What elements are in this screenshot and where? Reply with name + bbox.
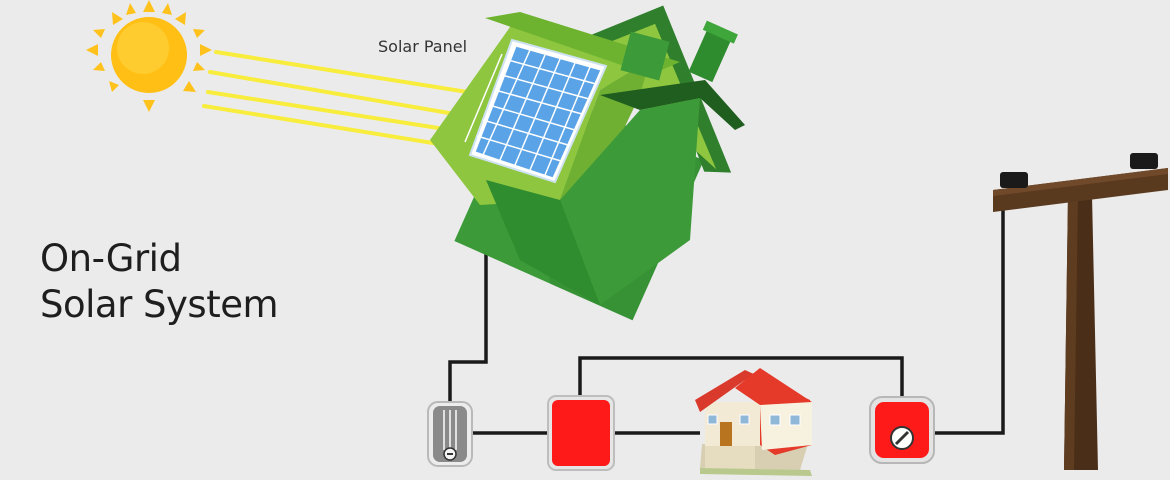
inverter-icon: [547, 395, 615, 471]
solar-panel-icon: [464, 38, 608, 184]
meter-icon: [427, 401, 473, 467]
title-line-1: On-Grid: [40, 237, 182, 280]
sun-rays: [202, 50, 488, 150]
sun-icon: [86, 0, 212, 112]
solar-panel-label: Solar Panel: [378, 37, 468, 56]
wire-inverter-to-netmeter: [578, 356, 904, 398]
diagram-title: On-Grid Solar System: [40, 236, 279, 328]
small-house-icon: [695, 368, 812, 476]
chimney: [688, 25, 733, 83]
title-line-2: Solar System: [40, 283, 279, 326]
roof: [502, 5, 732, 173]
wiring: [448, 175, 1005, 435]
utility-pole-icon: [993, 153, 1168, 470]
wire-panel-to-meter: [448, 175, 488, 405]
net-meter-icon: [869, 396, 935, 464]
wire-netmeter-to-pole: [934, 190, 1005, 435]
